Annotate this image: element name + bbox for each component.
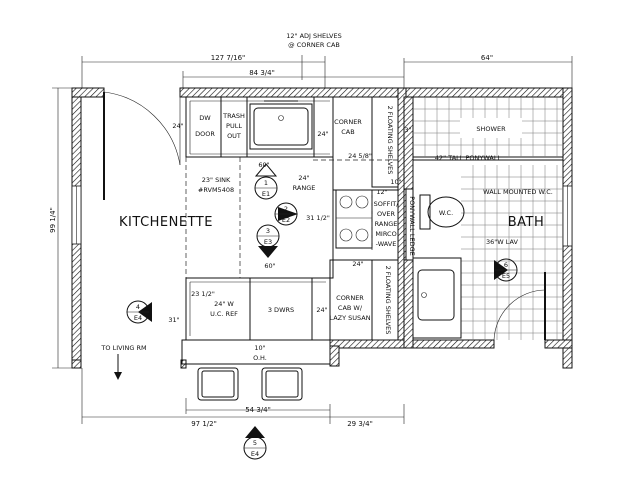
wall-mounted-wc: WALL MOUNTED W.C. xyxy=(483,188,553,196)
marker-1-num: 1 xyxy=(264,179,268,187)
marker-6-sheet: E5 xyxy=(502,272,510,280)
room-kitchenette: KITCHENETTE xyxy=(119,215,213,230)
marker-3-num: 3 xyxy=(266,227,270,235)
tall-ponywall: 42" TALL PONYWALL xyxy=(435,154,502,162)
range xyxy=(186,189,398,279)
elevation-marker-2: 2 E2 xyxy=(274,202,298,226)
dim-bottom-97: 97 1/2" xyxy=(191,420,217,428)
soffit-12: 12" xyxy=(376,188,387,196)
lower-31: 31" xyxy=(168,316,179,324)
trash-label-3: OUT xyxy=(227,132,241,140)
shower-label: SHOWER xyxy=(476,125,506,133)
island-dashed xyxy=(185,157,241,278)
marker-4-sheet: E4 xyxy=(134,314,142,322)
lazy-susan-1: CORNER xyxy=(336,294,364,302)
marker-5-sheet: E4 xyxy=(251,450,259,458)
lower-24-right: 24" xyxy=(352,260,363,268)
entry-door xyxy=(103,91,181,200)
lavatory xyxy=(412,257,462,339)
dw-label-2: DOOR xyxy=(195,130,215,138)
floating-shelves-upper: 2 FLOATING SHELVES xyxy=(386,106,394,175)
dim-bottom-29: 29 3/4" xyxy=(347,420,373,428)
marker-5-num: 5 xyxy=(253,439,257,447)
island-60-bottom: 60" xyxy=(264,262,275,270)
dimension-lines xyxy=(52,55,573,424)
cab-depth-top: 24" xyxy=(172,122,183,130)
elevation-marker-4: 4 E4 xyxy=(126,300,152,324)
to-living-label: TO LIVING RM xyxy=(100,344,146,352)
soffit-label-4: MIRCO xyxy=(375,230,396,238)
dim-bottom-54: 54 3/4" xyxy=(245,406,271,414)
marker-4-num: 4 xyxy=(136,303,140,311)
soffit-label-3: RANGE xyxy=(375,220,398,228)
shower-curb: 3" xyxy=(404,126,411,134)
corner-cab-top-width: 24 5/8" xyxy=(348,152,372,160)
dw-label-1: DW xyxy=(199,114,211,122)
oh-dim: 10" xyxy=(254,344,265,352)
soffit-label-1: SOFFIT/ xyxy=(374,200,400,208)
corner-cab-bottom-depth: 24" xyxy=(316,306,327,314)
ref-depth: 23 1/2" xyxy=(191,290,215,298)
marker-2-sheet: E2 xyxy=(282,216,290,224)
soffit-10: 10" xyxy=(390,178,401,186)
island-60-top: 60" xyxy=(258,161,269,169)
lazy-susan-2: CAB W/ xyxy=(338,304,363,312)
bath-door xyxy=(493,272,546,341)
uc-ref-2: U.C. REF xyxy=(210,310,238,318)
elevation-marker-3: 3 E3 xyxy=(256,224,280,258)
range-width: 31 1/2" xyxy=(306,214,330,222)
note-adj-shelves-2: @ CORNER CAB xyxy=(288,41,340,49)
dim-overall-upper: 127 7/16" xyxy=(211,54,246,62)
wc-fixture xyxy=(419,194,465,230)
soffit-label-5: -WAVE xyxy=(376,240,397,248)
corner-cab-top-depth: 24" xyxy=(317,130,328,138)
range-label: RANGE xyxy=(293,184,316,192)
room-bath: BATH xyxy=(508,215,545,230)
corner-cab-top-2: CAB xyxy=(341,128,354,136)
trash-label-2: PULL xyxy=(226,122,242,130)
note-adj-shelves: 12" ADJ SHELVES xyxy=(286,32,341,40)
floating-shelves-lower: 2 FLOATING SHELVES xyxy=(384,266,392,335)
marker-3-sheet: E3 xyxy=(264,238,272,246)
wc-label: W.C. xyxy=(439,209,453,217)
shower xyxy=(412,96,564,161)
corner-cab-top-1: CORNER xyxy=(334,118,362,126)
marker-6-num: 6 xyxy=(504,261,508,269)
ponywall-ledge: PONYWALL LEDGE xyxy=(408,196,416,256)
dim-left-height: 99 1/4" xyxy=(49,207,57,233)
down-arrow-icon xyxy=(114,354,122,380)
elevation-marker-5: 5 E4 xyxy=(243,426,267,460)
oh-label: O.H. xyxy=(253,354,267,362)
trash-label-1: TRASH xyxy=(222,112,245,120)
elevation-marker-1: 1 E1 xyxy=(254,163,278,200)
dim-cabinet-run: 84 3/4" xyxy=(249,69,275,77)
range-depth: 24" xyxy=(298,174,309,182)
sink-note-1: 23" SINK xyxy=(202,176,231,184)
marker-1-sheet: E1 xyxy=(262,190,270,198)
lower-counter xyxy=(181,259,399,365)
lazy-susan-3: LAZY SUSAN xyxy=(329,314,370,322)
lav-label: 36"W LAV xyxy=(486,238,519,246)
dim-bath-width: 64" xyxy=(481,54,493,62)
drawers-label: 3 DWRS xyxy=(268,306,294,314)
bar-stools xyxy=(197,367,303,401)
elevation-marker-6: 6 E5 xyxy=(494,258,518,282)
sink-note-2: #RVM5408 xyxy=(198,186,234,194)
marker-2-num: 2 xyxy=(284,205,288,213)
uc-ref-1: 24" W xyxy=(214,300,234,308)
soffit-label-2: OVER xyxy=(377,210,396,218)
